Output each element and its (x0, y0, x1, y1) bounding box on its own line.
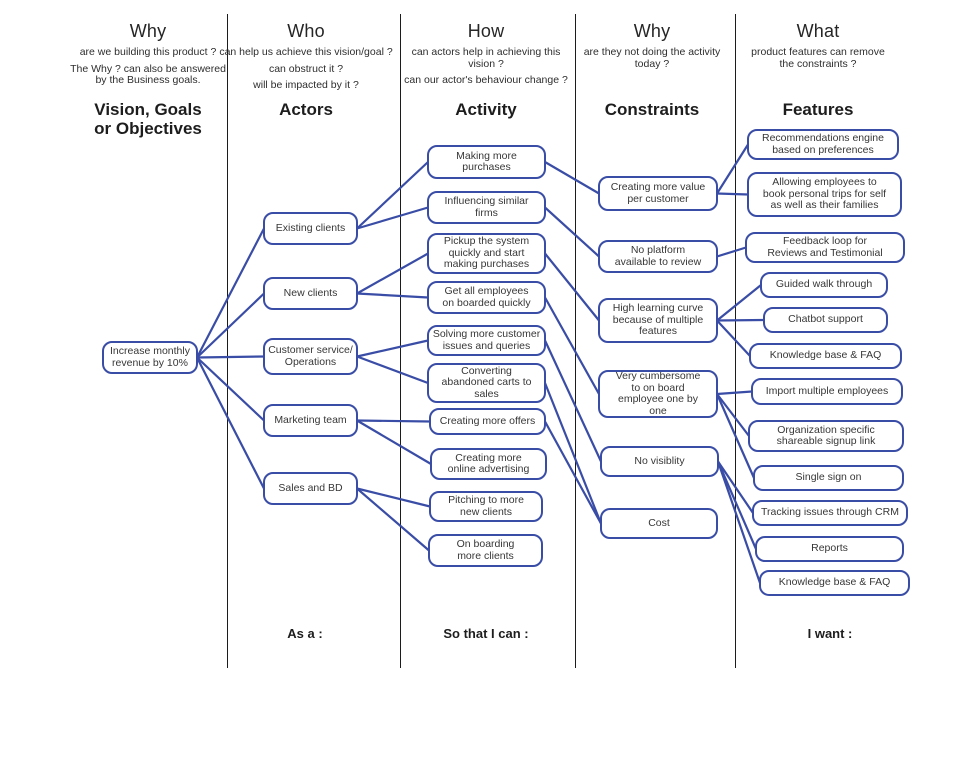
node-kb-faq-1[interactable]: Knowledge base & FAQ (749, 343, 902, 369)
column-footer-who-actors: As a : (287, 626, 323, 641)
node-allowing-employees[interactable]: Allowing employees to book personal trip… (747, 172, 902, 217)
column-footer-how-activity: So that I can : (443, 626, 529, 641)
column-title-why-vision: Why (129, 21, 167, 41)
node-online-advertising[interactable]: Creating more online advertising (430, 448, 547, 480)
column-subtitle-why-vision-0: are we building this product ? (79, 46, 217, 58)
column-heading-why-vision: Vision, Goals or Objectives (94, 100, 202, 138)
edge-goal--cs-ops (195, 355, 266, 359)
node-no-visibility[interactable]: No visiblity (600, 446, 719, 477)
edge-no-visibility--reports (716, 460, 758, 551)
edge-goal--marketing-team (195, 356, 266, 422)
column-footer-what-features: I want : (807, 626, 853, 641)
column-heading-how-activity: Activity (455, 100, 517, 119)
column-header-why-vision: Why are we building this product ? The Why… (48, 0, 248, 138)
column-header-how-activity: How can actors help in achieving this vis… (386, 0, 586, 119)
edge-existing-clients--influencing-firms (355, 206, 430, 230)
edge-existing-clients--making-more-purchases (355, 160, 430, 230)
column-divider-2 (400, 14, 401, 668)
column-title-how-activity: How (467, 21, 505, 41)
column-subtitle-what-features-0: product features can remove the constrai… (751, 46, 885, 70)
node-solving-issues[interactable]: Solving more customer issues and queries (427, 325, 546, 356)
node-cumbersome-onboard[interactable]: Very cumbersome to on board employee one… (598, 370, 718, 418)
edge-high-learning-curve--chatbot-support (715, 318, 766, 322)
column-header-what-features: What product features can remove the cons… (718, 0, 918, 119)
column-title-why-constraints: Why (633, 21, 671, 41)
edge-sales-bd--pitching-clients (355, 487, 432, 508)
column-title-what-features: What (796, 21, 840, 41)
edge-pickup-system--high-learning-curve (543, 252, 601, 322)
node-cost[interactable]: Cost (600, 508, 718, 539)
edge-new-clients--pickup-system (355, 252, 430, 295)
column-subtitle-why-vision-1: The Why ? can also be answered by the Bu… (70, 62, 226, 86)
column-title-who-actors: Who (287, 21, 325, 41)
edge-influencing-firms--no-platform (543, 206, 601, 258)
column-subtitle-who-actors-1: can obstruct it ? (268, 62, 344, 75)
node-tracking-crm[interactable]: Tracking issues through CRM (752, 500, 908, 526)
edge-cumbersome-onboard--org-signup-link (715, 392, 751, 438)
edge-cs-ops--solving-issues (355, 339, 430, 358)
node-feedback-loop[interactable]: Feedback loop for Reviews and Testimonia… (745, 232, 905, 263)
node-single-sign-on[interactable]: Single sign on (753, 465, 904, 491)
edge-cumbersome-onboard--single-sign-on (715, 392, 756, 480)
edge-get-all-employees--cumbersome-onboard (543, 296, 601, 396)
node-making-more-purchases[interactable]: Making more purchases (427, 145, 546, 179)
node-import-employees[interactable]: Import multiple employees (751, 378, 903, 405)
column-divider-3 (575, 14, 576, 668)
node-new-clients[interactable]: New clients (263, 277, 358, 310)
node-cs-ops[interactable]: Customer service/ Operations (263, 338, 358, 375)
column-subtitle-how-activity-0: can actors help in achieving this vision… (411, 46, 561, 70)
node-marketing-team[interactable]: Marketing team (263, 404, 358, 437)
edge-marketing-team--online-advertising (355, 419, 433, 466)
column-heading-who-actors: Actors (279, 100, 333, 119)
node-converting-carts[interactable]: Converting abandoned carts to sales (427, 363, 546, 403)
node-reports[interactable]: Reports (755, 536, 904, 562)
edge-goal--existing-clients (195, 227, 266, 359)
edge-high-learning-curve--kb-faq-1 (715, 319, 752, 358)
node-pickup-system[interactable]: Pickup the system quickly and start maki… (427, 233, 546, 274)
edge-new-clients--get-all-employees (355, 292, 430, 299)
column-header-who-actors: Who can help us achieve this vision/goal … (206, 0, 406, 119)
node-recommendations-engine[interactable]: Recommendations engine based on preferen… (747, 129, 899, 160)
node-sales-bd[interactable]: Sales and BD (263, 472, 358, 505)
node-pitching-clients[interactable]: Pitching to more new clients (429, 491, 543, 522)
node-high-learning-curve[interactable]: High learning curve because of multiple … (598, 298, 718, 343)
node-influencing-firms[interactable]: Influencing similar firms (427, 191, 546, 224)
column-heading-why-constraints: Constraints (604, 100, 700, 119)
edge-cs-ops--converting-carts (355, 355, 430, 385)
node-onboarding-clients[interactable]: On boarding more clients (428, 534, 543, 567)
edge-goal--sales-bd (195, 356, 266, 490)
column-divider-1 (227, 14, 228, 668)
edge-sales-bd--onboarding-clients (355, 487, 431, 552)
column-heading-what-features: Features (782, 100, 854, 119)
edge-converting-carts--cost (543, 381, 603, 525)
column-subtitle-who-actors-2: will be impacted by it ? (253, 79, 359, 91)
column-subtitle-why-constraints-0: are they not doing the activity today ? (583, 46, 721, 70)
node-chatbot-support[interactable]: Chatbot support (763, 307, 888, 333)
node-org-signup-link[interactable]: Organization specific shareable signup l… (748, 420, 904, 452)
column-subtitle-who-actors-0: can help us achieve this vision/goal ? (219, 46, 393, 58)
edge-no-platform--feedback-loop (715, 246, 748, 258)
node-creating-offers[interactable]: Creating more offers (429, 408, 546, 435)
node-value-per-customer[interactable]: Creating more value per customer (598, 176, 718, 211)
node-get-all-employees[interactable]: Get all employees on boarded quickly (427, 281, 546, 314)
node-goal[interactable]: Increase monthly revenue by 10% (102, 341, 198, 374)
edge-goal--new-clients (195, 292, 266, 359)
column-subtitle-how-activity-1: can our actor's behaviour change ? (404, 74, 568, 86)
node-existing-clients[interactable]: Existing clients (263, 212, 358, 245)
edge-value-per-customer--allowing-employees (715, 192, 750, 196)
edge-no-visibility--kb-faq-2 (716, 460, 762, 585)
edge-making-more-purchases--value-per-customer (543, 160, 601, 195)
edge-cumbersome-onboard--import-employees (715, 390, 754, 396)
node-no-platform[interactable]: No platform available to review (598, 240, 718, 273)
edge-no-visibility--tracking-crm (716, 460, 755, 515)
edge-creating-offers--cost (543, 420, 603, 525)
edge-solving-issues--no-visibility (543, 339, 603, 463)
edge-high-learning-curve--guided-walkthrough (715, 283, 763, 322)
edge-value-per-customer--recommendations-engine (715, 143, 750, 195)
node-kb-faq-2[interactable]: Knowledge base & FAQ (759, 570, 910, 596)
edge-marketing-team--creating-offers (355, 419, 432, 423)
node-guided-walkthrough[interactable]: Guided walk through (760, 272, 888, 298)
column-header-why-constraints: Why are they not doing the activity today… (552, 0, 752, 119)
